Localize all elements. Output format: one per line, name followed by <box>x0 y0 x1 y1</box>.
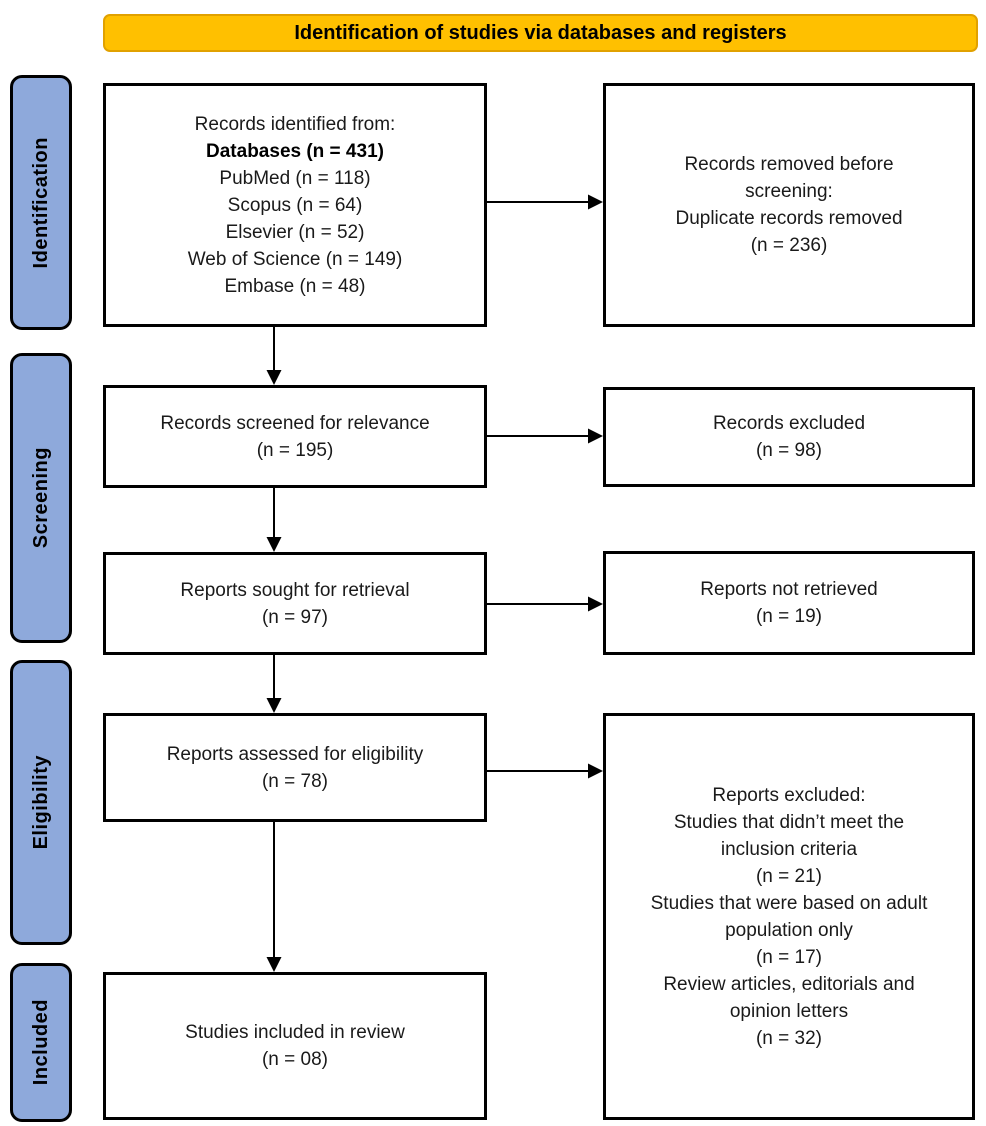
box-text-line: Scopus (n = 64) <box>227 194 363 216</box>
box-text-line: Studies that were based on adult <box>650 892 928 914</box>
arrow-sought-to-not-retrieved <box>487 596 603 612</box>
box-text-line: (n = 78) <box>261 770 328 792</box>
box-studies-included: Studies included in review (n = 08) <box>103 972 487 1120</box>
box-text-line: (n = 08) <box>261 1049 328 1070</box>
arrow-assessed-to-included <box>266 822 282 972</box>
banner-title: Identification of studies via databases … <box>294 21 787 44</box>
box-records-screened: Records screened for relevance (n = 195) <box>103 385 487 488</box>
box-text-line: (n = 19) <box>755 606 822 627</box>
box-text-line: Duplicate records removed <box>675 208 903 229</box>
box-text-line: Databases (n = 431) <box>206 140 384 162</box>
arrow-screened-to-excluded <box>487 428 603 444</box>
box-reports-excluded: Reports excluded: Studies that didn’t mee… <box>603 713 975 1120</box>
arrow-identified-to-removed <box>487 194 603 210</box>
box-text-line: Reports excluded: <box>712 784 866 806</box>
box-text-line: (n = 98) <box>755 440 822 461</box>
box-text-line: Reports assessed for eligibility <box>166 743 424 765</box>
arrow-assessed-to-reports-excluded <box>487 763 603 779</box>
box-text-line: screening: <box>745 181 833 202</box>
box-text-line: (n = 32) <box>755 1027 822 1049</box>
box-text-line: inclusion criteria <box>720 838 858 860</box>
arrow-screened-to-sought <box>266 488 282 552</box>
box-text-line: Reports sought for retrieval <box>180 579 410 601</box>
box-reports-assessed: Reports assessed for eligibility (n = 78) <box>103 713 487 822</box>
stage-label-text: Identification <box>29 136 52 269</box>
box-text-line: (n = 97) <box>261 606 328 628</box>
box-records-removed-before-screening: Records removed before screening: Duplicat… <box>603 83 975 327</box>
arrow-sought-to-assessed <box>266 655 282 713</box>
box-text-line: Reports not retrieved <box>700 579 878 600</box>
stage-label-screening: Screening <box>10 353 72 643</box>
stage-label-text: Screening <box>29 447 52 549</box>
box-text-line: Studies that didn’t meet the <box>673 811 905 833</box>
stage-label-identification: Identification <box>10 75 72 330</box>
box-text-line: population only <box>725 919 853 941</box>
box-text-line: Embase (n = 48) <box>224 275 366 297</box>
box-text-line: (n = 236) <box>750 235 828 256</box>
box-text-line: Elsevier (n = 52) <box>225 221 365 243</box>
box-text-line: (n = 17) <box>755 946 822 968</box>
box-text-line: (n = 195) <box>256 439 334 461</box>
stage-label-text: Eligibility <box>29 755 52 850</box>
box-text-line: Records excluded <box>712 413 866 434</box>
box-text-line: Review articles, editorials and <box>663 973 915 995</box>
box-text-line: (n = 21) <box>755 865 822 887</box>
box-records-excluded: Records excluded (n = 98) <box>603 387 975 487</box>
box-text-line: Records screened for relevance <box>160 412 430 434</box>
banner-identification-of-studies: Identification of studies via databases … <box>103 14 978 52</box>
box-text-line: Web of Science (n = 149) <box>187 248 403 270</box>
box-records-identified: Records identified from: Databases (n = 4… <box>103 83 487 327</box>
box-text-line: Records removed before <box>684 154 894 175</box>
arrow-identified-to-screened <box>266 327 282 385</box>
box-text-line: Records identified from: <box>194 113 396 135</box>
stage-label-text: Included <box>29 999 52 1086</box>
box-text-line: opinion letters <box>729 1000 849 1022</box>
box-reports-not-retrieved: Reports not retrieved (n = 19) <box>603 551 975 655</box>
stage-label-included: Included <box>10 963 72 1122</box>
stage-label-eligibility: Eligibility <box>10 660 72 945</box>
box-reports-sought: Reports sought for retrieval (n = 97) <box>103 552 487 655</box>
box-text-line: PubMed (n = 118) <box>219 167 371 189</box>
box-text-line: Studies included in review <box>185 1022 405 1043</box>
